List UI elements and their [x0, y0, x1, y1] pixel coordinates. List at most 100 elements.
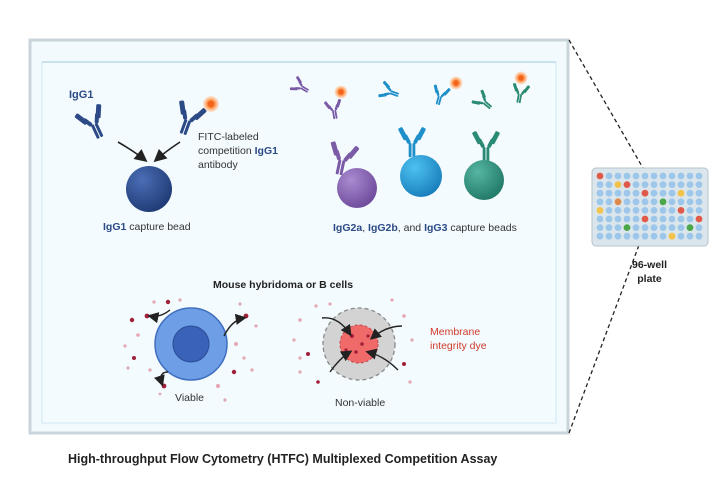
fitc-label-icons: [334, 71, 528, 99]
dye-particle: [152, 300, 156, 304]
well: [623, 207, 631, 214]
dye-particle: [126, 366, 130, 370]
well: [632, 232, 640, 240]
fitc-label: FITC-labeled competition IgG1 antibody: [198, 130, 278, 172]
well: [605, 181, 613, 189]
well: [686, 224, 694, 232]
well: [686, 207, 694, 214]
well: [614, 172, 622, 180]
dye-particle: [316, 380, 320, 384]
viable-cell: [154, 307, 228, 381]
well: [668, 189, 676, 197]
assay-container: [28, 38, 570, 435]
well: [695, 172, 703, 180]
well: [686, 215, 694, 223]
plate-line1: 96-well: [632, 259, 668, 271]
96-well-plate-icon: [591, 167, 709, 247]
dye-particle: [298, 370, 302, 374]
arrow-icon: [369, 325, 403, 340]
well: [650, 181, 658, 189]
well: [659, 207, 667, 214]
well: [650, 198, 658, 206]
well: [596, 232, 604, 240]
dye-particle: [165, 299, 171, 305]
well: [695, 224, 703, 232]
well: [632, 198, 640, 206]
arrow-icon: [223, 313, 247, 337]
well: [614, 181, 622, 189]
viable-label: Viable: [175, 392, 204, 404]
well: [641, 207, 649, 214]
dye-particle: [234, 342, 238, 346]
well: [641, 224, 649, 232]
fitc-line2-text: competition: [198, 145, 255, 157]
dye-line1: Membrane: [430, 326, 481, 338]
well: [677, 224, 685, 232]
well: [650, 172, 658, 180]
well: [641, 189, 649, 197]
igg2a-label: IgG2a: [333, 222, 363, 234]
dye-particle: [328, 302, 332, 306]
well: [659, 232, 667, 240]
igg1-heading: IgG1: [69, 89, 94, 101]
well: [668, 215, 676, 223]
well: [632, 181, 640, 189]
arrow-icon: [154, 371, 169, 387]
well: [668, 198, 676, 206]
well: [614, 224, 622, 232]
fitc-line1: FITC-labeled: [198, 131, 259, 143]
dye-particle: [402, 362, 406, 366]
arrow-icon: [117, 141, 148, 162]
well: [677, 232, 685, 240]
dye-particle: [178, 298, 182, 302]
igg3-label: IgG3: [424, 222, 448, 234]
cells-heading: Mouse hybridoma or B cells: [213, 279, 354, 291]
well: [596, 207, 604, 214]
dye-particle: [238, 302, 242, 306]
arrow-icon: [329, 350, 353, 373]
igg2b-capture-bead: [397, 126, 442, 197]
dye-particle: [231, 369, 237, 375]
arrow-icon: [365, 348, 399, 371]
dye-particle: [132, 356, 136, 360]
well: [632, 172, 640, 180]
well: [632, 224, 640, 232]
dye-particle: [148, 368, 152, 372]
well: [668, 181, 676, 189]
dye-particle: [350, 334, 354, 338]
dye-particle: [250, 368, 254, 372]
dye-particle: [408, 380, 412, 384]
well: [641, 232, 649, 240]
fitc-line3: antibody: [198, 159, 238, 171]
well: [650, 207, 658, 214]
well: [659, 215, 667, 223]
well: [632, 215, 640, 223]
arrow-icon: [153, 141, 181, 163]
membrane-dye-label: Membrane integrity dye: [430, 325, 487, 353]
well: [650, 215, 658, 223]
well: [677, 207, 685, 214]
dye-particle: [298, 356, 302, 360]
plate-line2: plate: [637, 273, 662, 285]
well: [650, 232, 658, 240]
well: [641, 215, 649, 223]
sep-1: ,: [362, 222, 369, 234]
well: [659, 224, 667, 232]
well: [659, 189, 667, 197]
well: [686, 232, 694, 240]
well: [695, 181, 703, 189]
dye-particle: [366, 334, 370, 338]
well: [623, 172, 631, 180]
well: [605, 207, 613, 214]
non-viable-label: Non-viable: [335, 397, 386, 409]
dye-particle: [129, 317, 135, 323]
dye-particle: [243, 313, 249, 319]
well: [623, 181, 631, 189]
well: [614, 207, 622, 214]
arrow-icon: [321, 317, 352, 337]
well: [659, 181, 667, 189]
well: [677, 172, 685, 180]
dye-particle: [390, 298, 394, 302]
well: [623, 224, 631, 232]
